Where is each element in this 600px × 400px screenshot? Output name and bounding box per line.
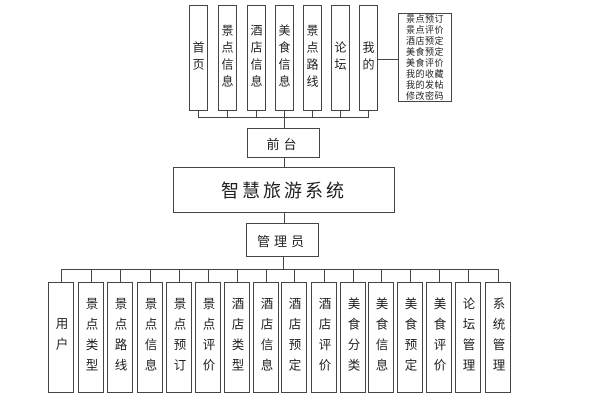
my-function-item: 修改密码: [405, 90, 444, 101]
bottom-node-hotel-booking: 酒店预定: [281, 282, 307, 393]
connector-stub: [150, 269, 151, 282]
my-function-item: 景点预订: [405, 13, 444, 24]
my-function-item: 我的发帖: [405, 79, 444, 90]
node-admin: 管理员: [246, 223, 319, 257]
top-node-forum: 论坛: [331, 5, 350, 111]
bottom-node-scenic-info: 景点信息: [137, 282, 163, 393]
connector-stub: [227, 111, 228, 117]
connector-stub: [208, 269, 209, 282]
connector-stub: [294, 269, 295, 282]
bottom-node-scenic-review: 景点评价: [195, 282, 221, 393]
connector-stub: [61, 269, 62, 282]
connector-bus-to-front: [284, 117, 285, 128]
my-function-item: 景点评价: [405, 24, 444, 35]
node-front-desk: 前台: [247, 128, 320, 158]
connector-stub: [179, 269, 180, 282]
bottom-node-forum-mgmt: 论坛管理: [455, 282, 481, 393]
connector-system-to-admin: [284, 213, 285, 223]
bottom-node-food-booking: 美食预定: [397, 282, 423, 393]
my-function-item: 美食评价: [405, 57, 444, 68]
my-function-item: 我的收藏: [405, 68, 444, 79]
connector-stub: [284, 111, 285, 117]
my-function-item: 美食预定: [405, 46, 444, 57]
connector-stub: [256, 111, 257, 117]
connector-stub: [198, 111, 199, 117]
bottom-node-hotel-type: 酒店类型: [224, 282, 250, 393]
bottom-node-system-mgmt: 系统管理: [485, 282, 511, 393]
connector-stub: [340, 111, 341, 117]
connector-stub: [266, 269, 267, 282]
bottom-node-user: 用户: [48, 282, 74, 393]
connector-stub: [439, 269, 440, 282]
top-node-food-info: 美食信息: [275, 5, 294, 111]
top-node-home: 首页: [189, 5, 208, 111]
bottom-node-hotel-review: 酒店评价: [311, 282, 337, 393]
top-node-scenic-route: 景点路线: [303, 5, 322, 111]
top-node-hotel-info: 酒店信息: [247, 5, 266, 111]
connector-mine-to-functions: [378, 59, 398, 60]
connector-bottom-bus: [61, 269, 498, 270]
connector-stub: [368, 111, 369, 117]
connector-stub: [120, 269, 121, 282]
connector-front-to-system: [284, 158, 285, 167]
connector-stub: [353, 269, 354, 282]
connector-top-bus: [198, 117, 369, 118]
bottom-node-scenic-type: 景点类型: [78, 282, 104, 393]
connector-admin-to-bus: [283, 257, 284, 269]
bottom-node-food-review: 美食评价: [426, 282, 452, 393]
bottom-node-scenic-booking: 景点预订: [166, 282, 192, 393]
my-function-item: 酒店预定: [405, 35, 444, 46]
bottom-node-food-category: 美食分类: [340, 282, 366, 393]
top-node-scenic-info: 景点信息: [218, 5, 237, 111]
connector-stub: [498, 269, 499, 282]
connector-stub: [312, 111, 313, 117]
bottom-node-hotel-info: 酒店信息: [253, 282, 279, 393]
connector-stub: [410, 269, 411, 282]
node-system-title: 智慧旅游系统: [173, 167, 395, 213]
top-node-mine: 我的: [359, 5, 378, 111]
connector-stub: [381, 269, 382, 282]
bottom-node-scenic-route: 景点路线: [107, 282, 133, 393]
bottom-node-food-info: 美食信息: [368, 282, 394, 393]
connector-stub: [468, 269, 469, 282]
connector-stub: [237, 269, 238, 282]
my-functions-box: 景点预订 景点评价 酒店预定 美食预定 美食评价 我的收藏 我的发帖 修改密码: [398, 13, 452, 102]
connector-stub: [324, 269, 325, 282]
connector-stub: [91, 269, 92, 282]
